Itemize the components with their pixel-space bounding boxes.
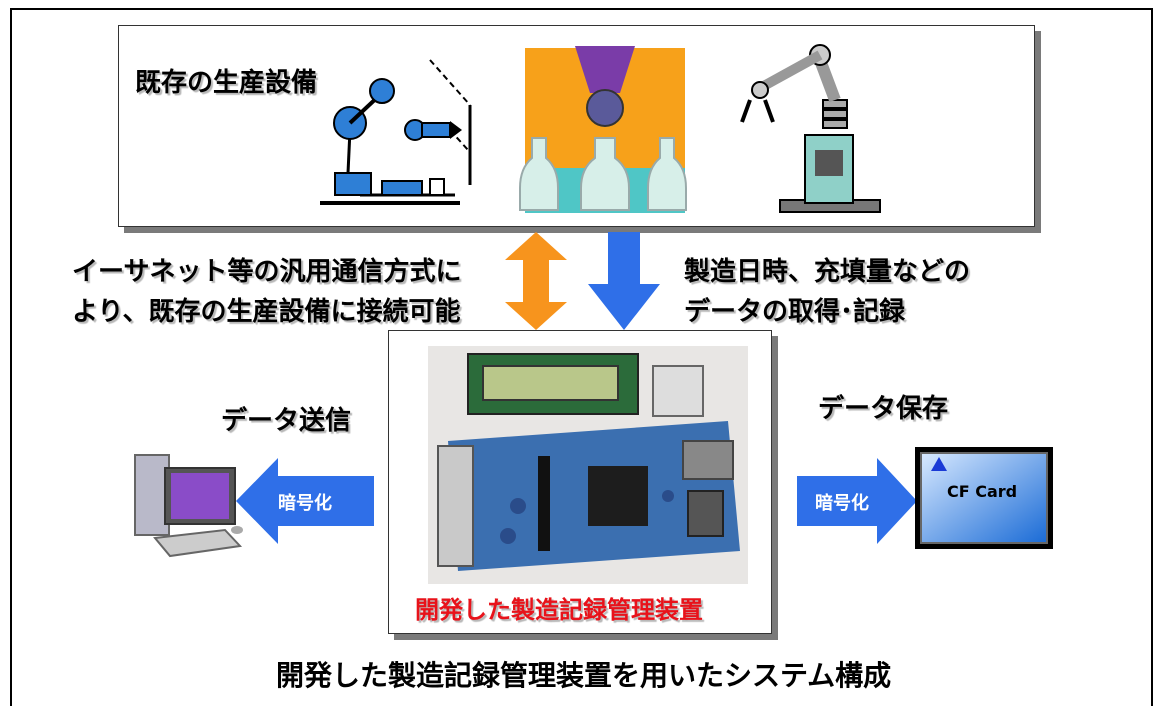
circuit-board-photo (428, 346, 748, 584)
blue-right-arrow (797, 458, 917, 544)
bottle-filling-icon (519, 46, 687, 213)
outer-frame (10, 8, 1153, 706)
data-send-label: データ送信 (221, 406, 352, 436)
encrypt-right-label: 暗号化 (815, 493, 869, 514)
desktop-computer-icon (134, 454, 243, 558)
robot-arm-diagram-icon (320, 59, 472, 205)
encrypt-left-label: 暗号化 (278, 493, 332, 514)
data-acquisition-note: 製造日時、充填量などのデータの取得･記録 (684, 257, 971, 327)
blue-left-arrow (236, 458, 374, 544)
industrial-robot-icon (740, 44, 881, 213)
figure-caption: 開発した製造記録管理装置を用いたシステム構成 (276, 659, 892, 692)
data-save-label: データ保存 (818, 394, 949, 424)
connection-note: イーサネット等の汎用通信方式により、既存の生産設備に接続可能 (72, 257, 462, 327)
bidirectional-orange-arrow (505, 232, 567, 330)
down-blue-arrow (588, 232, 660, 330)
equipment-title: 既存の生産設備 (135, 68, 318, 98)
cf-card-icon (915, 447, 1053, 549)
cf-card-label: CF Card (947, 482, 1018, 501)
device-label: 開発した製造記録管理装置 (415, 596, 703, 624)
